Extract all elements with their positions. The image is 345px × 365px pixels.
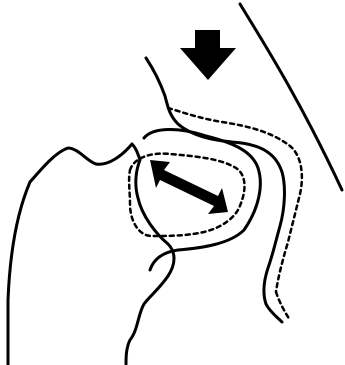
bottom-right-curve-line: [266, 304, 282, 322]
dashed-outer-line: [168, 108, 302, 292]
dashed-inner-line: [129, 154, 244, 236]
bottom-right-dashed-tail: [276, 292, 290, 320]
arrow-down-icon: [180, 30, 236, 80]
lower-left-edge-line: [8, 182, 30, 365]
double-arrow-icon: [150, 160, 228, 214]
left-contour-line: [30, 144, 174, 364]
